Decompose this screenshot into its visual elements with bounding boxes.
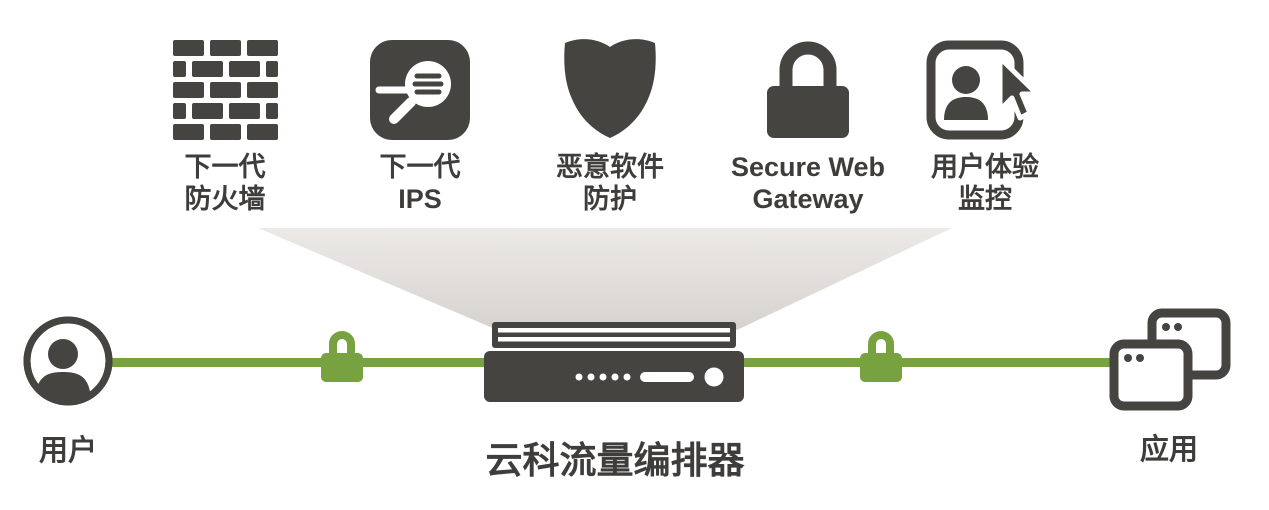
service-next-gen-firewall: 下一代 防火墙: [125, 24, 325, 216]
firewall-icon: [172, 24, 278, 140]
service-funnel-shape: [258, 228, 952, 330]
label-line: 下一代: [184, 152, 266, 182]
label-line: 恶意软件: [556, 152, 664, 182]
label-line: 下一代: [379, 152, 461, 182]
appliance-title: 云科流量编排器: [485, 440, 745, 481]
service-label-user-experience-monitoring: 用户体验 监控: [931, 152, 1039, 216]
label-line: 防护: [583, 183, 637, 214]
service-label-next-gen-ips: 下一代 IPS: [380, 152, 461, 216]
inspection-magnifier-icon: [370, 24, 470, 140]
endpoint-user: 用户: [22, 316, 114, 469]
encrypted-link-lock-left-icon: [319, 326, 365, 384]
label-line: 监控: [958, 183, 1012, 214]
service-next-gen-ips: 下一代 IPS: [320, 24, 520, 216]
service-label-next-gen-firewall: 下一代 防火墙: [185, 152, 266, 216]
label-line: Gateway: [752, 183, 864, 214]
label-line: 防火墙: [184, 183, 266, 214]
endpoint-apps: 应用: [1104, 308, 1234, 468]
service-malware-protection: 恶意软件 防护: [510, 24, 710, 216]
label-line: 用户体验: [931, 152, 1039, 182]
label-line: Secure Web: [730, 152, 886, 182]
encrypted-link-lock-right-icon: [858, 326, 904, 384]
service-user-experience-monitoring: 用户体验 监控: [885, 24, 1085, 216]
apps-label: 应用: [1139, 434, 1198, 466]
applications-icon: [1106, 308, 1232, 414]
appliance-icon: [484, 322, 744, 402]
service-label-secure-web-gateway: Secure Web Gateway: [731, 152, 885, 216]
user-label: 用户: [38, 435, 97, 467]
user-icon: [23, 316, 113, 406]
label-line: IPS: [398, 183, 442, 214]
user-experience-monitor-icon: [926, 24, 1044, 140]
shield-icon: [561, 24, 659, 140]
padlock-icon: [763, 24, 853, 140]
service-secure-web-gateway: Secure Web Gateway: [708, 24, 908, 216]
service-label-malware-protection: 恶意软件 防护: [556, 152, 664, 216]
